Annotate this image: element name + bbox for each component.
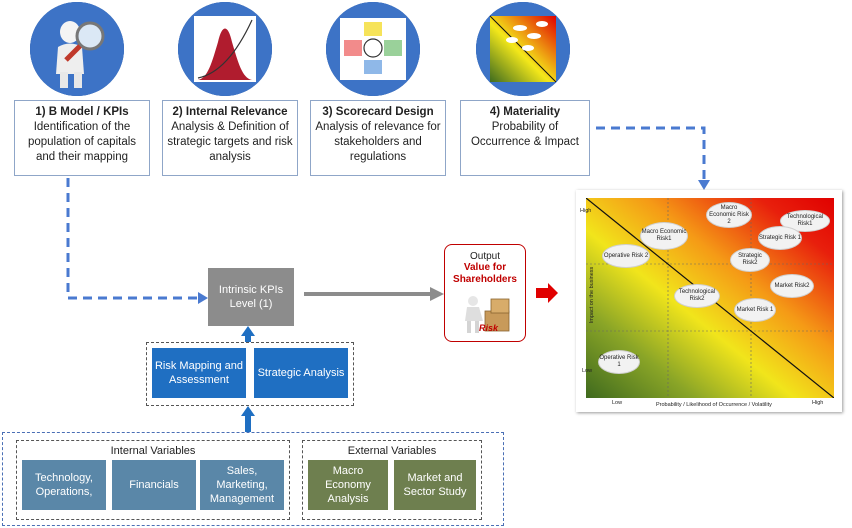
step-description: Probability of Occurrence & Impact bbox=[470, 121, 579, 148]
step-internal-relevance: 2) Internal Relevance Analysis & Definit… bbox=[162, 100, 298, 176]
risk-figure-icon bbox=[465, 296, 510, 333]
step-materiality: 4) Materiality Probability of Occurrence… bbox=[460, 100, 590, 176]
variable-label: Market and Sector Study bbox=[403, 472, 467, 498]
x-axis-high: High bbox=[812, 400, 824, 406]
step-title: 1) B Model / KPIs bbox=[35, 106, 129, 118]
risk-label: Operative Risk 2 bbox=[603, 252, 649, 259]
risk-bubble: Strategic Risk 1 bbox=[758, 226, 802, 250]
step-title: 3) Scorecard Design bbox=[322, 106, 434, 118]
output-title: Output bbox=[469, 251, 501, 262]
y-axis-high: High bbox=[580, 208, 592, 214]
variable-label: Technology, Operations, bbox=[35, 472, 93, 498]
variable-label: Financials bbox=[129, 479, 179, 491]
risk-bubble: Operative Risk 2 bbox=[602, 244, 650, 268]
step-title: 2) Internal Relevance bbox=[172, 106, 288, 118]
internal-variables-title: Internal Variables bbox=[110, 445, 196, 457]
output-value-label: Value for Shareholders bbox=[453, 262, 517, 285]
arrowhead-icon bbox=[698, 180, 710, 190]
internal-variable-sales: Sales, Marketing, Management bbox=[200, 460, 284, 510]
variable-label: Macro Economy Analysis bbox=[325, 465, 371, 505]
risk-label: Macro Economic Risk 2 bbox=[709, 204, 749, 225]
internal-variable-financials: Financials bbox=[112, 460, 196, 510]
risk-bubble: Technological Risk2 bbox=[674, 284, 720, 308]
risk-bubble: Macro Economic Risk1 bbox=[640, 222, 688, 250]
risk-bubble: Market Risk 1 bbox=[734, 298, 776, 322]
x-axis-label: Probability / Likelihood of Occurrence /… bbox=[656, 402, 772, 408]
strategic-analysis-box: Strategic Analysis bbox=[254, 348, 348, 398]
step-description: Analysis of relevance for stakeholders a… bbox=[315, 121, 441, 163]
risk-bubble: Strategic Risk2 bbox=[730, 248, 770, 272]
y-axis-low: Low bbox=[582, 368, 593, 374]
step-b-model-kpis: 1) B Model / KPIs Identification of the … bbox=[14, 100, 150, 176]
magnifier-figure-icon bbox=[30, 2, 124, 96]
strategic-analysis-label: Strategic Analysis bbox=[257, 367, 345, 379]
blue-up-arrowhead-icon bbox=[241, 326, 255, 336]
scorecard-icon bbox=[326, 2, 420, 96]
risk-label: Technological Risk1 bbox=[786, 214, 824, 227]
arrowhead-icon bbox=[430, 287, 444, 301]
risk-label: Market Risk2 bbox=[774, 282, 810, 289]
risk-mapping-label: Risk Mapping and Assessment bbox=[154, 360, 244, 386]
arrowhead-icon bbox=[198, 292, 208, 304]
risk-bubble: Macro Economic Risk 2 bbox=[706, 202, 752, 228]
step-description: Analysis & Definition of strategic targe… bbox=[167, 121, 293, 163]
external-variable-macro: Macro Economy Analysis bbox=[308, 460, 388, 510]
risk-label: Macro Economic Risk1 bbox=[641, 229, 687, 242]
y-axis-label: Impact on the business bbox=[589, 266, 595, 324]
blue-up-arrow-shaft bbox=[245, 414, 251, 432]
step-scorecard-design: 3) Scorecard Design Analysis of relevanc… bbox=[310, 100, 446, 176]
variable-label: Sales, Marketing, Management bbox=[209, 465, 275, 505]
risk-bubble: Operative Risk 1 bbox=[598, 350, 640, 374]
risk-label: Operative Risk 1 bbox=[599, 355, 639, 368]
risk-label: Strategic Risk2 bbox=[738, 253, 762, 266]
step-title: 4) Materiality bbox=[489, 106, 561, 118]
risk-bubble: Technological Risk1 bbox=[780, 210, 830, 232]
external-variable-market: Market and Sector Study bbox=[394, 460, 476, 510]
output-risk-label: Risk bbox=[479, 323, 499, 333]
dashed-connector-step4 bbox=[596, 126, 706, 180]
risk-bubble: Market Risk2 bbox=[770, 274, 814, 298]
risk-label: Technological Risk2 bbox=[678, 289, 716, 302]
x-axis-low: Low bbox=[612, 400, 623, 406]
internal-variable-technology: Technology, Operations, bbox=[22, 460, 106, 510]
output-box: Output Value for Shareholders Risk bbox=[444, 244, 526, 342]
intrinsic-kpis-box: Intrinsic KPIs Level (1) bbox=[208, 268, 294, 326]
risk-mapping-box: Risk Mapping and Assessment bbox=[152, 348, 246, 398]
risk-label: Strategic Risk 1 bbox=[759, 234, 802, 241]
red-arrow-icon bbox=[536, 283, 558, 303]
external-variables-title: External Variables bbox=[347, 445, 437, 457]
risk-label: Market Risk 1 bbox=[736, 306, 774, 313]
heatmap-icon bbox=[476, 2, 570, 96]
distribution-chart-icon bbox=[178, 2, 272, 96]
dashed-connector-step1 bbox=[66, 178, 198, 300]
blue-up-arrowhead-icon bbox=[241, 406, 255, 416]
step-description: Identification of the population of capi… bbox=[27, 121, 137, 163]
intrinsic-kpis-label: Intrinsic KPIs Level (1) bbox=[218, 284, 284, 310]
